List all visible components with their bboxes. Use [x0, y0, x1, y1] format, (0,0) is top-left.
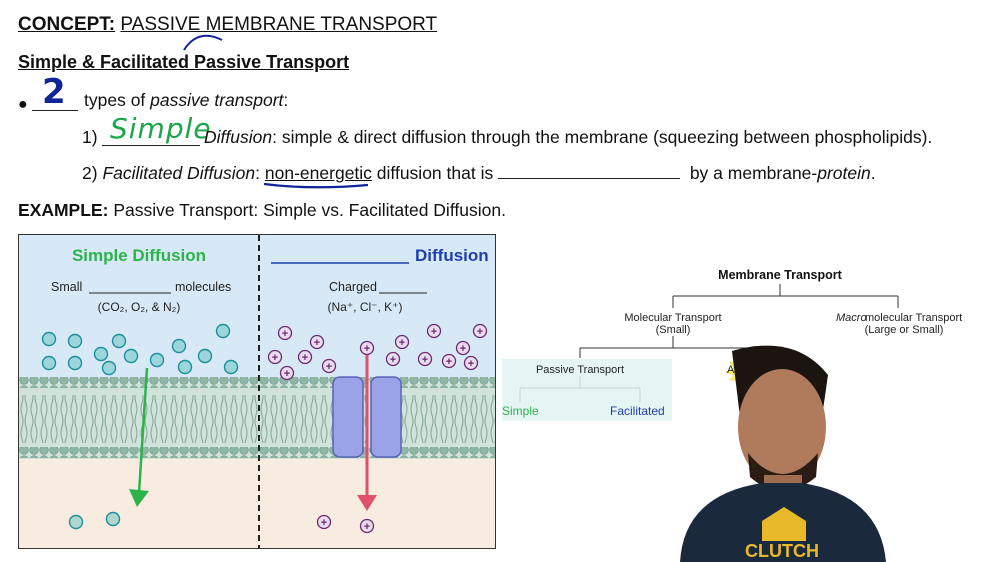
- transport-tree: Membrane Transport Molecular Transport (…: [502, 268, 962, 421]
- shirt-text: CLUTCH: [745, 541, 819, 561]
- simple-diffusion-arrow: [137, 367, 149, 494]
- presenter-face: [738, 369, 826, 485]
- item1-blank: [102, 123, 200, 146]
- handwritten-two: 2: [42, 72, 66, 112]
- tree-macro-sub: (Large or Small): [865, 324, 944, 336]
- item2-italic: Facilitated Diffusion: [102, 163, 256, 183]
- svg-text:+: +: [284, 368, 290, 380]
- svg-text:+: +: [422, 354, 428, 366]
- channel-protein-right: [370, 376, 402, 458]
- tree-macro-italic: Macro: [836, 312, 867, 324]
- left-molecules: molecules: [175, 280, 231, 294]
- tree-facilitated: Facilitated: [610, 404, 665, 418]
- item2-middle: diffusion that is: [371, 163, 494, 183]
- facilitated-arrowhead: [357, 495, 377, 511]
- tree-passive: Passive Transport: [536, 364, 624, 376]
- item2-after-blank: by a membrane-: [689, 163, 818, 183]
- item2-period: .: [870, 163, 876, 183]
- presenter-video: CLUTCH: [680, 345, 886, 562]
- item2-number: 2): [82, 163, 98, 183]
- left-examples: (CO₂, O₂, & N₂): [98, 300, 181, 314]
- item2-text: 2) Facilitated Diffusion: non-energetic …: [82, 163, 876, 184]
- svg-text:+: +: [326, 361, 332, 373]
- item1-rest: : simple & direct diffusion through the …: [272, 127, 933, 147]
- tree-root: Membrane Transport: [718, 268, 842, 282]
- membrane-tails: [19, 395, 495, 443]
- item2-colon: :: [255, 163, 261, 183]
- bullet-dot: ●: [18, 96, 28, 113]
- pen-arc-mark: [183, 34, 223, 51]
- pen-underline-mark: [263, 182, 369, 189]
- simple-arrowhead: [129, 489, 149, 507]
- item1-italic: Diffusion: [204, 127, 273, 147]
- diffusion-diagram: Simple Diffusion Small molecules (CO₂, O…: [19, 235, 495, 548]
- tree-molecular-sub: (Small): [656, 324, 691, 336]
- bullet-italic: passive transport: [150, 90, 284, 110]
- svg-text:+: +: [477, 326, 483, 338]
- svg-text:+: +: [321, 517, 327, 529]
- tree-macro-rest: molecular Transport: [865, 312, 962, 324]
- concept-label: CONCEPT:: [18, 14, 116, 35]
- svg-text:+: +: [399, 337, 405, 349]
- left-small: Small: [51, 280, 82, 294]
- membrane-heads-bottom: [19, 447, 495, 458]
- concept-heading: PASSIVE MEMBRANE TRANSPORT: [120, 14, 438, 35]
- clutch-logo-icon: [762, 507, 806, 541]
- ion-plus-signs: ++ ++ ++ ++ ++ ++ ++ ++ +: [272, 326, 483, 533]
- svg-text:+: +: [282, 328, 288, 340]
- svg-text:+: +: [364, 343, 370, 355]
- svg-text:+: +: [302, 352, 308, 364]
- svg-text:+: +: [314, 337, 320, 349]
- item2-blank: [498, 178, 681, 179]
- item2-italic-end: protein: [817, 163, 871, 183]
- svg-text:+: +: [468, 358, 474, 370]
- right-charged: Charged: [329, 280, 377, 294]
- bullet-colon: :: [283, 90, 289, 110]
- example-line: EXAMPLE: Passive Transport: Simple vs. F…: [18, 200, 506, 221]
- channel-protein-left: [332, 376, 364, 458]
- svg-text:+: +: [364, 521, 370, 533]
- item1-number: 1): [82, 127, 98, 147]
- handwritten-simple: Simple: [110, 112, 212, 145]
- example-text: Passive Transport: Simple vs. Facilitate…: [113, 200, 506, 220]
- passive-highlight: [502, 359, 672, 421]
- bullet-text-start: types of: [84, 90, 151, 110]
- svg-text:+: +: [390, 354, 396, 366]
- small-molecules: [41, 323, 239, 530]
- tree-simple: Simple: [502, 404, 539, 418]
- left-title: Simple Diffusion: [72, 246, 206, 265]
- membrane-heads-top: [19, 377, 495, 388]
- item1-text: Diffusion: simple & direct diffusion thr…: [204, 127, 932, 148]
- concept-title: CONCEPT: PASSIVE MEMBRANE TRANSPORT: [18, 14, 437, 36]
- charged-ions: [267, 323, 488, 534]
- section-subtitle: Simple & Facilitated Passive Transport: [18, 52, 350, 72]
- item2-underlined: non-energetic: [264, 163, 372, 183]
- svg-text:+: +: [431, 326, 437, 338]
- svg-text:+: +: [446, 356, 452, 368]
- extracellular-area: [19, 235, 495, 400]
- diffusion-figure: Simple Diffusion Small molecules (CO₂, O…: [18, 234, 496, 549]
- bullet-text: types of passive transport:: [84, 90, 288, 111]
- tree-molecular: Molecular Transport: [624, 312, 721, 324]
- example-label: EXAMPLE:: [18, 200, 109, 220]
- blank-number: [32, 80, 78, 111]
- right-title: Diffusion: [415, 246, 489, 265]
- right-examples: (Na⁺, Cl⁻, K⁺): [327, 300, 402, 314]
- svg-text:+: +: [460, 343, 466, 355]
- svg-text:+: +: [272, 352, 278, 364]
